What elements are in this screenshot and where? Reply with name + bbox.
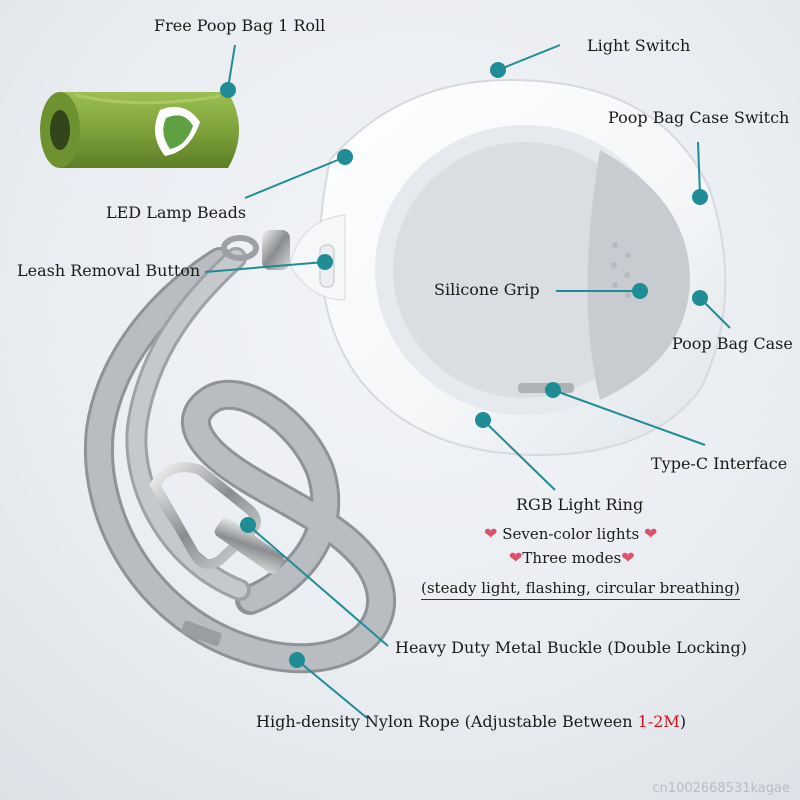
leash-handle bbox=[289, 78, 727, 457]
heart-icon: ❤ bbox=[621, 548, 635, 567]
three-modes-text: Three modes bbox=[522, 549, 622, 567]
seven-color-lights-line: ❤ Seven-color lights ❤ bbox=[484, 524, 657, 544]
light-switch-label: Light Switch bbox=[587, 36, 691, 55]
free-poop-bag-label: Free Poop Bag 1 Roll bbox=[154, 16, 326, 35]
type-c-interface-label: Type-C Interface bbox=[651, 454, 788, 473]
nylon-rope-label: High-density Nylon Rope (Adjustable Betw… bbox=[256, 712, 686, 732]
silicone-grip-label: Silicone Grip bbox=[434, 280, 540, 299]
seven-color-lights-text: Seven-color lights bbox=[502, 525, 640, 543]
metal-buckle bbox=[149, 462, 285, 646]
callouts bbox=[204, 44, 731, 719]
heart-icon: ❤ bbox=[484, 524, 498, 543]
nylon-rope-suffix: ) bbox=[679, 712, 687, 731]
led-lamp-beads-label: LED Lamp Beads bbox=[106, 203, 247, 222]
poop-bag-case-switch-label: Poop Bag Case Switch bbox=[608, 108, 790, 127]
rgb-light-ring-label: RGB Light Ring bbox=[516, 495, 644, 514]
metal-buckle-label: Heavy Duty Metal Buckle (Double Locking) bbox=[395, 638, 747, 657]
nylon-rope-range: 1-2M bbox=[637, 712, 680, 731]
watermark: cn1002668531kagae bbox=[652, 781, 790, 796]
poop-bag-case-label: Poop Bag Case bbox=[672, 334, 793, 353]
three-modes-line: ❤Three modes❤ bbox=[509, 548, 635, 568]
swivel-clip bbox=[221, 230, 290, 270]
heart-icon: ❤ bbox=[643, 524, 658, 543]
nylon-rope bbox=[83, 247, 397, 674]
leash-removal-button-label: Leash Removal Button bbox=[17, 261, 201, 280]
poop-bag-roll bbox=[40, 92, 239, 168]
heart-icon: ❤ bbox=[509, 548, 523, 567]
nylon-rope-text: High-density Nylon Rope (Adjustable Betw… bbox=[256, 712, 638, 731]
modes-detail-text: (steady light, flashing, circular breath… bbox=[421, 578, 740, 600]
